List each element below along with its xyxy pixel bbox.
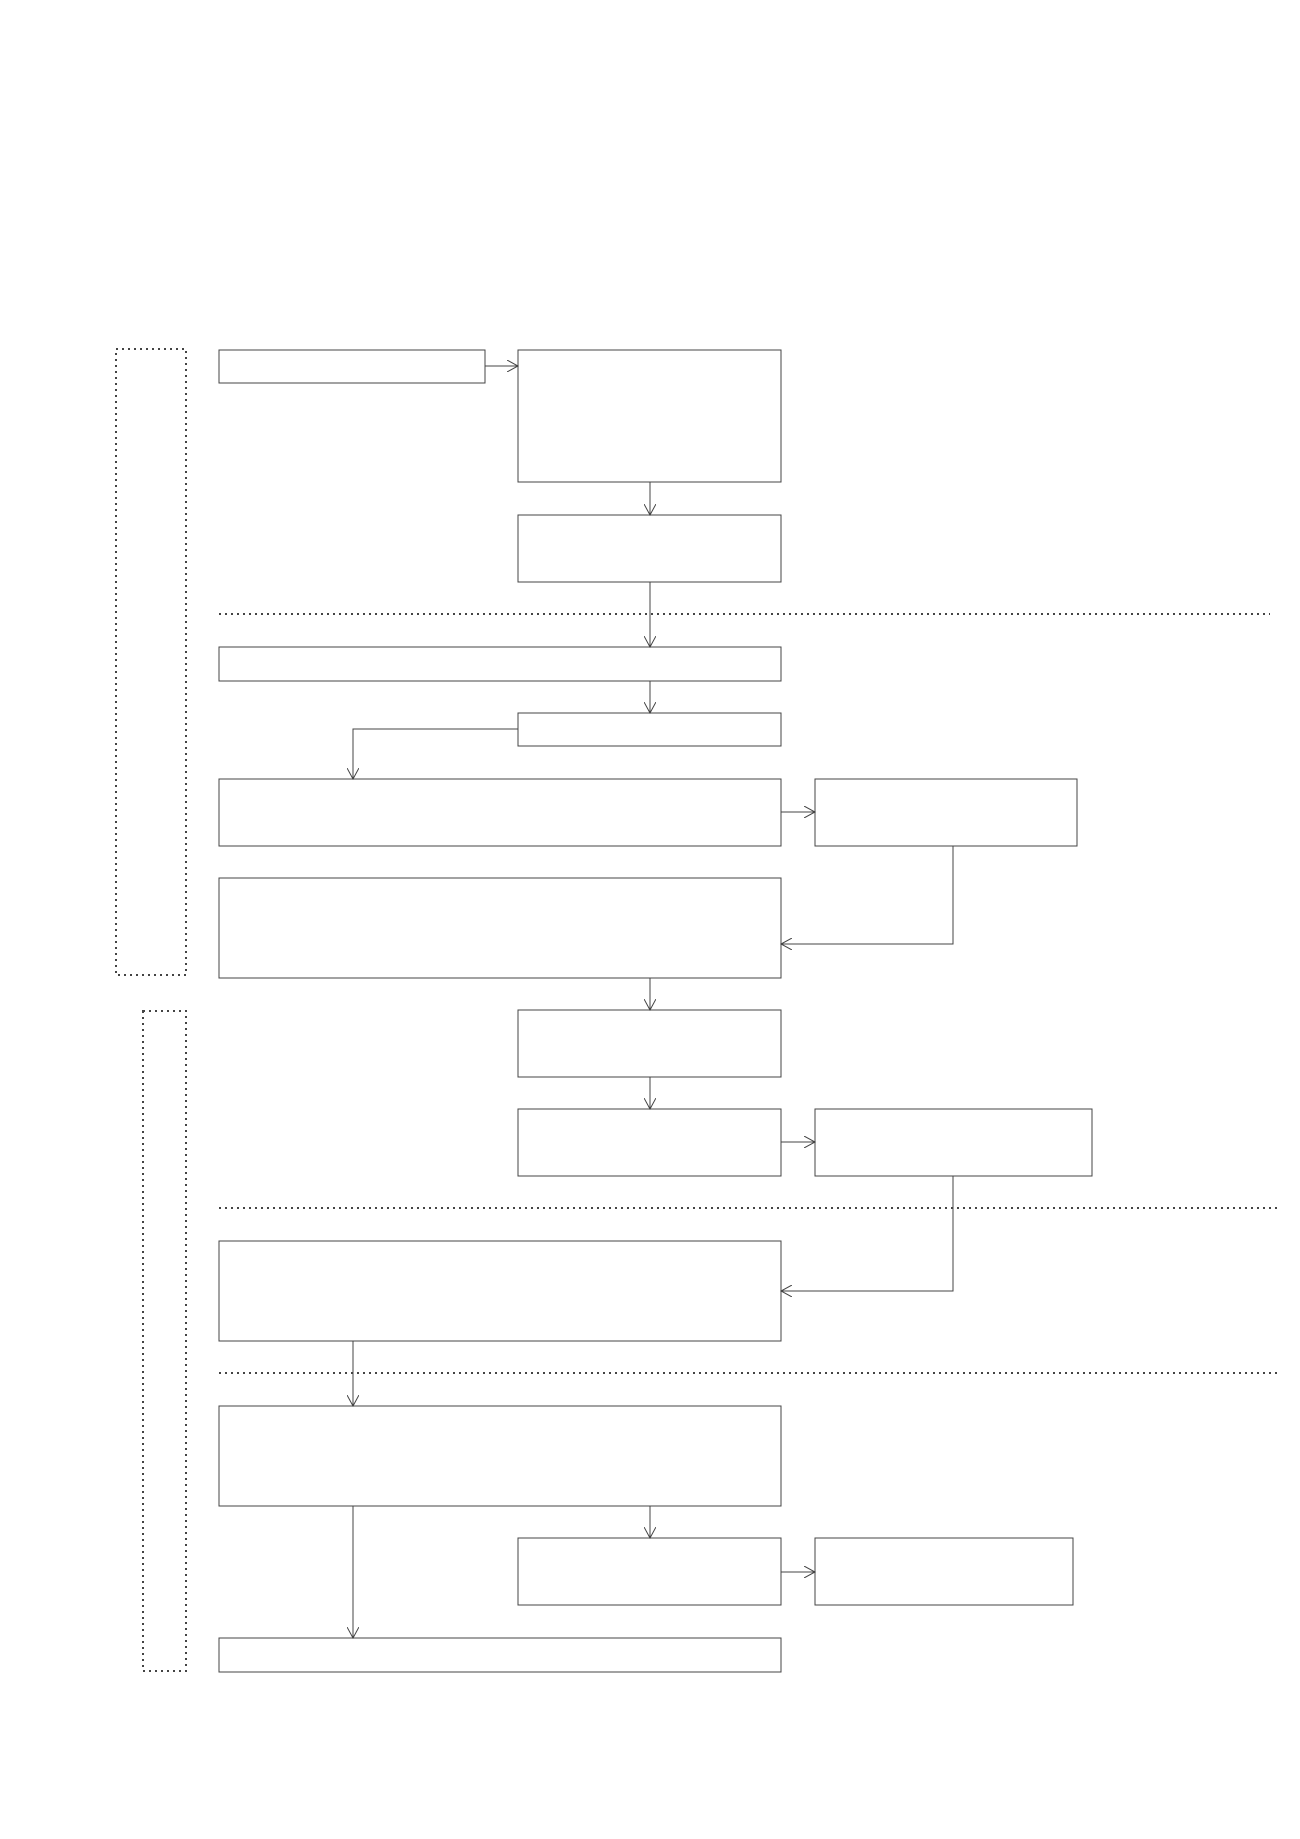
arrow-step-4-to-step-5 (353, 728, 518, 779)
box-step-11 (517, 1537, 782, 1606)
box-wide-end (218, 1637, 782, 1673)
box-side-step-11b (814, 1537, 1074, 1606)
phase-bracket-bottom (142, 1010, 187, 1672)
box-step-7 (517, 1009, 782, 1078)
arrow-side-8b-to-step-9 (781, 1176, 954, 1291)
box-side-step-5b (814, 778, 1078, 847)
phase-bracket-top (115, 348, 187, 976)
box-wide-step-5 (218, 778, 782, 847)
box-wide-step-3 (218, 646, 782, 682)
box-step-8 (517, 1108, 782, 1177)
box-step-4 (517, 712, 782, 747)
box-side-step-8b (814, 1108, 1093, 1177)
box-start-input (218, 349, 486, 384)
arrow-side-5b-to-step-6 (781, 846, 954, 944)
box-wide-step-10 (218, 1405, 782, 1507)
box-step-2 (517, 514, 782, 583)
box-wide-step-9 (218, 1240, 782, 1342)
box-intake-detail (517, 349, 782, 483)
box-wide-step-6 (218, 877, 782, 979)
